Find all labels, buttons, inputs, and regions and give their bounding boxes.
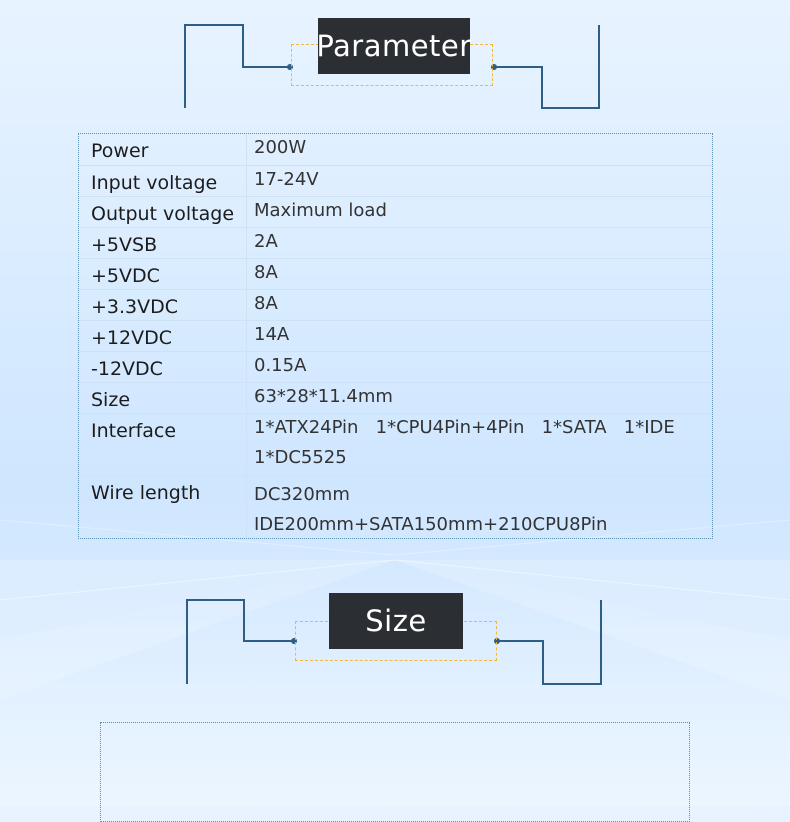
row-label: +5VSB: [91, 234, 158, 256]
table-row: Size 63*28*11.4mm: [79, 382, 712, 414]
size-title: Size: [329, 593, 463, 649]
table-row: +12VDC 14A: [79, 320, 712, 352]
table-row: -12VDC 0.15A: [79, 351, 712, 383]
table-row: +5VSB 2A: [79, 227, 712, 259]
row-label: +3.3VDC: [91, 296, 179, 318]
row-label: Wire length: [91, 482, 201, 504]
row-value-line2: IDE200mm+SATA150mm+210CPU8Pin: [254, 514, 608, 535]
row-label: -12VDC: [91, 358, 163, 380]
row-value: 1*ATX24Pin 1*CPU4Pin+4Pin 1*SATA 1*IDE: [254, 417, 675, 438]
table-row: +5VDC 8A: [79, 258, 712, 290]
parameter-table: Power 200W Input voltage 17-24V Output v…: [78, 133, 713, 539]
row-value-line2: 1*DC5525: [254, 447, 347, 468]
table-row: Input voltage 17-24V: [79, 165, 712, 197]
row-label: Power: [91, 140, 149, 162]
row-label: Input voltage: [91, 172, 218, 194]
row-label: +12VDC: [91, 327, 172, 349]
row-value: 0.15A: [254, 355, 307, 376]
row-label: Size: [91, 389, 131, 411]
column-divider: [246, 134, 247, 538]
row-value: Maximum load: [254, 200, 387, 221]
parameter-title: Parameter: [316, 18, 471, 74]
table-row: Wire length DC320mm IDE200mm+SATA150mm+2…: [79, 475, 712, 540]
row-value: 8A: [254, 262, 278, 283]
row-label: +5VDC: [91, 265, 160, 287]
row-label: Interface: [91, 420, 177, 442]
row-label: Output voltage: [91, 203, 235, 225]
row-value: DC320mm: [254, 484, 350, 505]
table-row: Output voltage Maximum load: [79, 196, 712, 228]
table-row: Interface 1*ATX24Pin 1*CPU4Pin+4Pin 1*SA…: [79, 413, 712, 476]
size-diagram-frame: [100, 722, 690, 822]
row-value: 63*28*11.4mm: [254, 386, 393, 407]
row-value: 17-24V: [254, 169, 319, 190]
row-value: 200W: [254, 137, 307, 158]
table-row: Power 200W: [79, 134, 712, 165]
row-value: 8A: [254, 293, 278, 314]
row-value: 14A: [254, 324, 290, 345]
row-value: 2A: [254, 231, 278, 252]
table-row: +3.3VDC 8A: [79, 289, 712, 321]
